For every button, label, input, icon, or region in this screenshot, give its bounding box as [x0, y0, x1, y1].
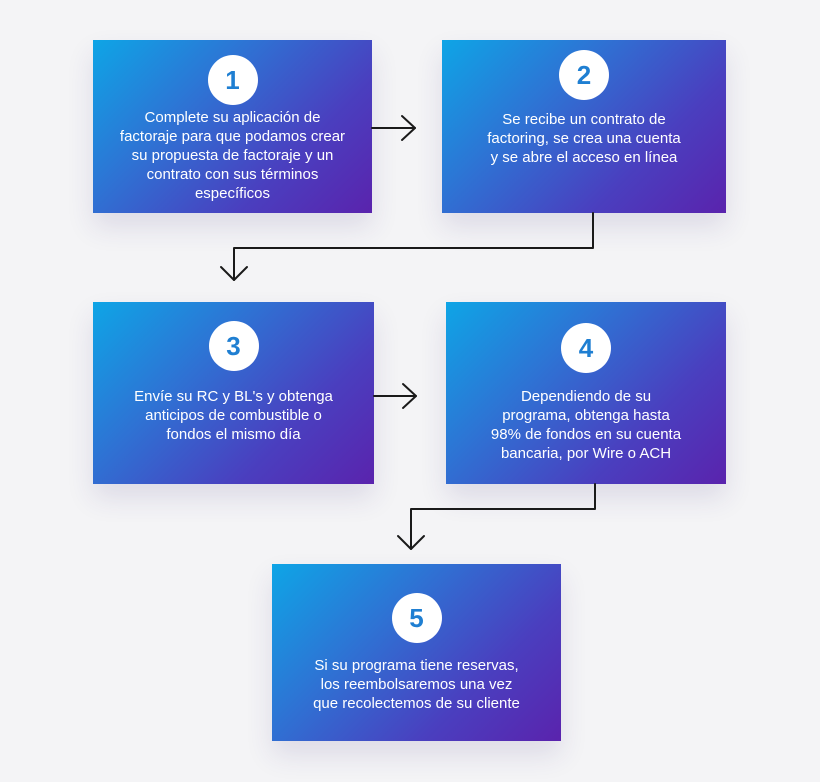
step-1-number-badge: 1 — [207, 55, 258, 105]
step-2-box: 2 Se recibe un contrato de factoring, se… — [442, 40, 726, 213]
step-2-line: factoring, se crea una cuenta — [487, 130, 681, 147]
step-2-line: y se abre el acceso en línea — [490, 149, 678, 166]
step-1-line: contrato con sus términos — [146, 166, 319, 183]
step-5-number-badge: 5 — [391, 593, 442, 643]
step-3-line: anticipos de combustible o — [145, 407, 322, 424]
step-5-text: Si su programa tiene reservas, los reemb… — [272, 656, 561, 713]
step-2-number-badge: 2 — [559, 50, 609, 100]
step-1-line: Complete su aplicación de — [144, 109, 321, 126]
step-3-number-badge: 3 — [208, 321, 259, 371]
step-4-line: Dependiendo de su — [520, 388, 652, 405]
step-5-line: que recolectemos de su cliente — [313, 695, 520, 712]
step-3-line: fondos el mismo día — [166, 426, 301, 443]
step-1-line: factoraje para que podamos crear — [119, 128, 346, 145]
step-1-text: Complete su aplicación de factoraje para… — [93, 108, 372, 203]
step-3-box: 3 Envíe su RC y BL's y obtenga anticipos… — [93, 302, 374, 484]
step-4-line: programa, obtenga hasta — [502, 407, 670, 424]
step-2-text: Se recibe un contrato de factoring, se c… — [442, 110, 726, 167]
step-4-text: Dependiendo de su programa, obtenga hast… — [446, 387, 726, 463]
step-4-box: 4 Dependiendo de su programa, obtenga ha… — [446, 302, 726, 484]
step-3-text: Envíe su RC y BL's y obtenga anticipos d… — [93, 387, 374, 444]
step-4-line: bancaria, por Wire o ACH — [500, 445, 672, 462]
step-1-line: su propuesta de factoraje y un — [131, 147, 334, 164]
step-3-line: Envíe su RC y BL's y obtenga — [134, 388, 333, 405]
step-5-line: Si su programa tiene reservas, — [314, 657, 519, 674]
step-1-box: 1 Complete su aplicación de factoraje pa… — [93, 40, 372, 213]
arrow-step2-to-step3 — [220, 212, 594, 281]
arrow-step4-to-step5 — [397, 483, 596, 550]
arrow-step3-to-step4 — [373, 383, 417, 409]
arrow-step1-to-step2 — [371, 115, 416, 141]
step-1-line: específicos — [194, 185, 271, 202]
step-4-number-badge: 4 — [561, 323, 611, 373]
step-5-line: los reembolsaremos una vez — [320, 676, 513, 693]
step-5-box: 5 Si su programa tiene reservas, los ree… — [272, 564, 561, 741]
step-2-line: Se recibe un contrato de — [502, 111, 666, 128]
step-4-line: 98% de fondos en su cuenta — [490, 426, 682, 443]
